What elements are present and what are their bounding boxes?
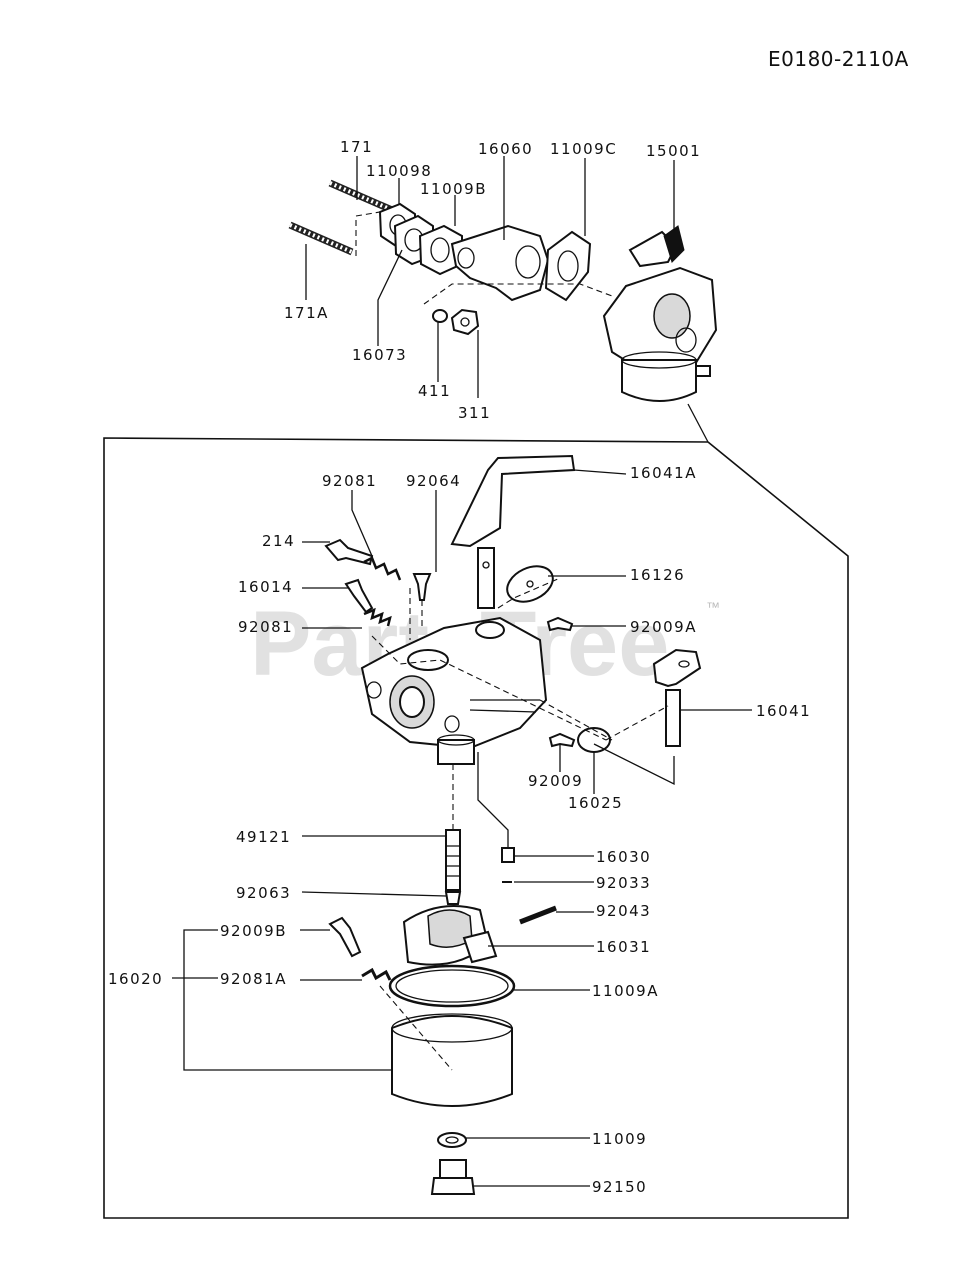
carburetor-body bbox=[360, 616, 548, 765]
label-92033: 92033 bbox=[596, 874, 651, 892]
manifold-16060 bbox=[450, 224, 550, 302]
carburetor-15001 bbox=[602, 225, 718, 402]
label-92064: 92064 bbox=[406, 472, 461, 490]
label-16060: 16060 bbox=[478, 140, 533, 158]
label-11009b: 11009B bbox=[420, 180, 487, 198]
throttle-lever-16041a bbox=[450, 454, 576, 609]
label-214: 214 bbox=[262, 532, 295, 550]
spring-92081b bbox=[363, 607, 392, 627]
label-311: 311 bbox=[458, 404, 491, 422]
gasket-11009a bbox=[388, 964, 516, 1008]
lower-assembly bbox=[324, 454, 702, 1195]
label-16014: 16014 bbox=[238, 578, 293, 596]
label-92081a: 92081A bbox=[220, 970, 287, 988]
jet-16030 bbox=[501, 847, 515, 863]
choke-shaft-16041 bbox=[652, 648, 702, 747]
label-15001: 15001 bbox=[646, 142, 701, 160]
nut-311 bbox=[450, 308, 480, 336]
upper-assembly bbox=[288, 179, 718, 402]
stud-171 bbox=[328, 179, 394, 214]
label-92009a: 92009A bbox=[630, 618, 697, 636]
label-11009c: 11009C bbox=[550, 140, 617, 158]
watermark-trademark: ™ bbox=[706, 599, 720, 615]
label-171: 171 bbox=[340, 138, 373, 156]
label-92081b: 92081 bbox=[238, 618, 293, 636]
label-11009: 11009 bbox=[592, 1130, 647, 1148]
label-92081: 92081 bbox=[322, 472, 377, 490]
washer-411 bbox=[432, 309, 448, 323]
label-16041a: 16041A bbox=[630, 464, 697, 482]
float-16031 bbox=[402, 905, 498, 966]
leader-lines bbox=[172, 156, 752, 1187]
label-16073: 16073 bbox=[352, 346, 407, 364]
label-11009a: 11009A bbox=[592, 982, 659, 1000]
label-110098: 110098 bbox=[366, 162, 432, 180]
screw-16014 bbox=[344, 578, 374, 614]
exploded-view-frame bbox=[103, 437, 849, 1219]
label-92063: 92063 bbox=[236, 884, 291, 902]
label-16031: 16031 bbox=[596, 938, 651, 956]
label-16126: 16126 bbox=[630, 566, 685, 584]
screw-214 bbox=[324, 538, 374, 566]
stud-171a bbox=[288, 221, 354, 256]
spring-92081a bbox=[361, 967, 392, 981]
throttle-plate-16126 bbox=[506, 565, 554, 603]
gasket-11009c bbox=[544, 230, 592, 302]
label-16025: 16025 bbox=[568, 794, 623, 812]
float-bowl-16020 bbox=[379, 985, 513, 1107]
main-nozzle-49121 bbox=[445, 829, 461, 891]
label-16030: 16030 bbox=[596, 848, 651, 866]
spring-92081 bbox=[363, 556, 402, 581]
jet-92063 bbox=[444, 891, 462, 905]
label-16041: 16041 bbox=[756, 702, 811, 720]
label-92150: 92150 bbox=[592, 1178, 647, 1196]
label-49121: 49121 bbox=[236, 828, 291, 846]
label-171a: 171A bbox=[284, 304, 329, 322]
bolt-92150 bbox=[430, 1159, 476, 1195]
screw-92009a bbox=[546, 616, 574, 632]
jet-92064 bbox=[412, 573, 432, 601]
document-id: E0180-2110A bbox=[768, 47, 909, 71]
label-92009: 92009 bbox=[528, 772, 583, 790]
label-16020: 16020 bbox=[108, 970, 163, 988]
part-labels: 171 110098 11009B 16060 11009C 15001 171… bbox=[108, 138, 811, 1196]
screw-92009b bbox=[328, 916, 362, 958]
label-411: 411 bbox=[418, 382, 451, 400]
gasket-11009 bbox=[437, 1132, 467, 1148]
label-92043: 92043 bbox=[596, 902, 651, 920]
screw-92009 bbox=[548, 732, 576, 748]
label-92009b: 92009B bbox=[220, 922, 287, 940]
